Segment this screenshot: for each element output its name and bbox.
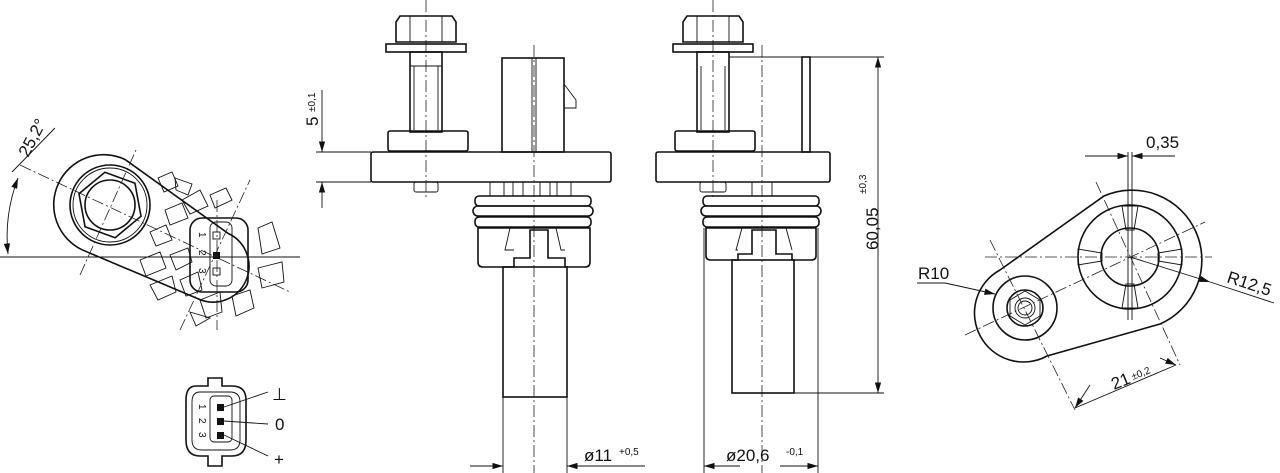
lattice-ribs — [139, 171, 285, 327]
radius-10-label: R10 — [918, 264, 949, 283]
pin-positive-label: + — [274, 450, 284, 469]
flange-thickness-dim: 5 — [303, 117, 322, 126]
connector-outline — [189, 217, 249, 293]
pin-signal-label: 0 — [275, 415, 284, 434]
diameter-206-tol: -0,1 — [786, 447, 804, 458]
front-view: 5 ±0,1 ø11 +0,5 — [303, 0, 645, 473]
svg-text:1: 1 — [196, 404, 207, 410]
side-view: 60,05 ±0,3 ø20,6 -0,1 — [655, 0, 884, 473]
pin-ground-label: ⊥ — [272, 385, 287, 404]
svg-text:2: 2 — [196, 418, 207, 424]
svg-text:3: 3 — [196, 432, 207, 438]
height-tol: ±0,3 — [858, 174, 869, 194]
connector-pinout: 1 2 3 ⊥ 0 + — [185, 377, 287, 469]
top-view-left: 25,2° — [0, 116, 300, 331]
diameter-11-tol: +0,5 — [619, 447, 639, 458]
flange-thickness-tol: ±0,1 — [307, 92, 318, 112]
height-dim: 60,05 — [863, 207, 882, 250]
diameter-206-dim: ø20,6 — [726, 446, 769, 465]
svg-text:3: 3 — [196, 268, 207, 274]
angle-dimension-arc — [3, 177, 19, 255]
offset-dim: 0,35 — [1146, 133, 1179, 152]
svg-text:1: 1 — [196, 232, 207, 238]
bottom-view: 0,35 R10 R12,5 21 ±0,2 — [917, 133, 1275, 411]
diameter-11-dim: ø11 — [584, 446, 612, 465]
svg-text:2: 2 — [196, 250, 207, 256]
